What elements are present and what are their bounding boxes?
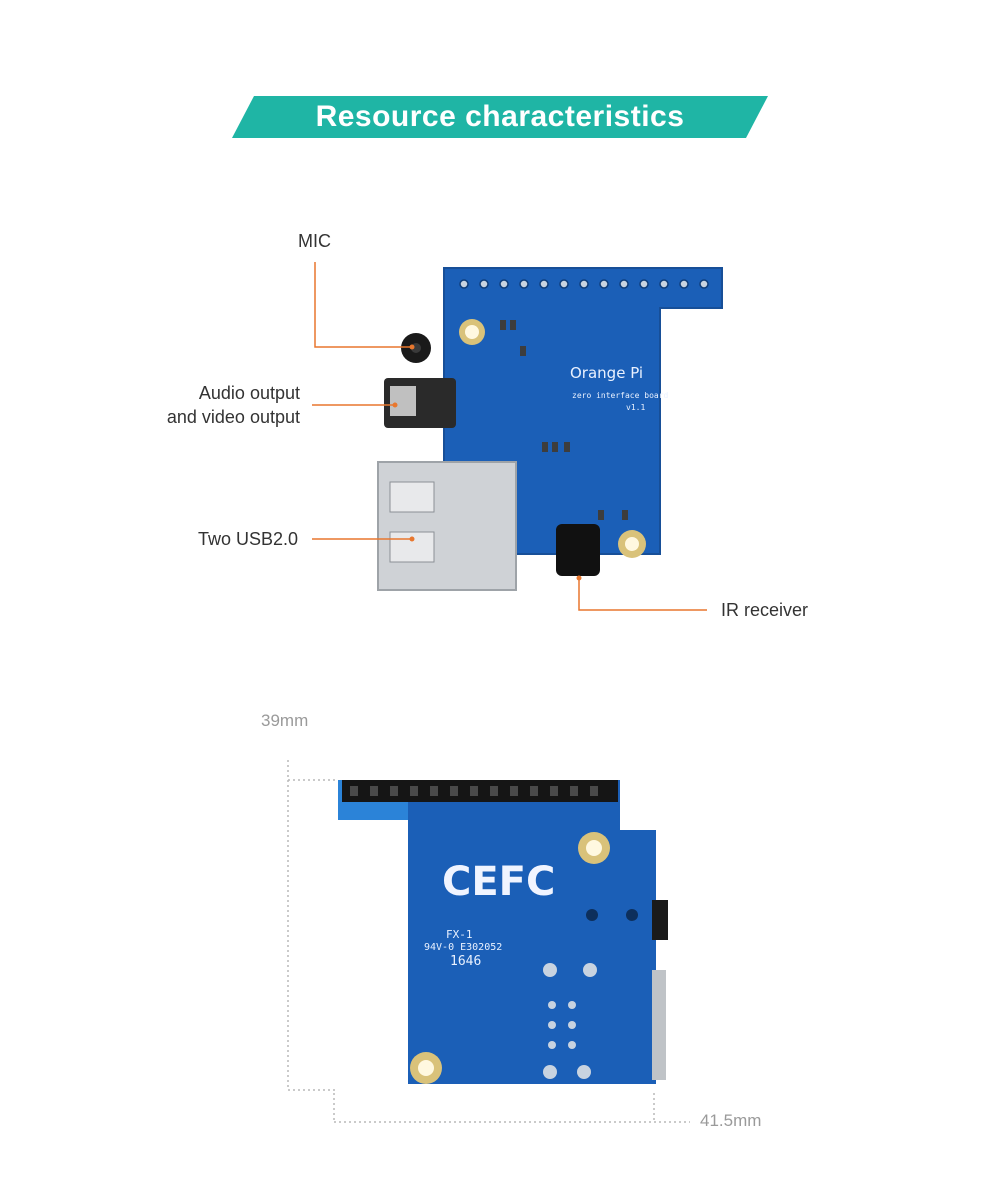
dimension-width-label: 41.5mm [700,1111,762,1130]
callout-mic: MIC [298,231,331,251]
callout-audio-line2: and video output [166,407,300,427]
silkscreen-rating: 94V-0 E302052 [424,942,502,953]
dimension-height-label: 39mm [261,711,309,730]
callout-audio-line1: Audio output [198,383,300,403]
interface-board-bottom-image: CEFC FX-1 94V-0 E302052 1646 [287,760,690,1123]
section-title: Resource characteristics [315,100,685,133]
callout-usb: Two USB2.0 [197,529,298,549]
banner-shape [232,96,768,138]
silkscreen-date-code: 1646 [450,954,481,969]
callout-lines [312,262,707,611]
silkscreen-brand: Orange Pi [570,364,643,382]
silkscreen-fx1: FX-1 [446,928,473,941]
silkscreen-ce-fcc: CEFC [442,859,555,905]
callout-ir: IR receiver [721,600,809,620]
silkscreen-version: v1.1 [626,403,645,412]
silkscreen-product: zero interface board [572,391,669,400]
interface-board-top-image: Orange Pi zero interface board v1.1 [377,267,723,591]
section-banner: Resource characteristics [232,96,768,138]
